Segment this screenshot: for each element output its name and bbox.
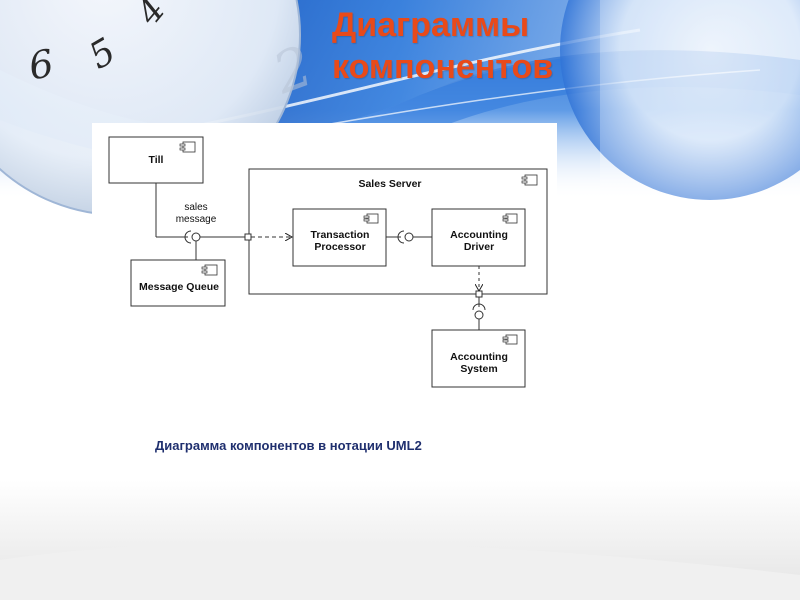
component-accounting-driver-label-line-1: Accounting xyxy=(450,229,508,241)
slide-title: Диаграммы компонентов xyxy=(332,4,772,88)
diagram-caption: Диаграмма компонентов в нотации UML2 xyxy=(155,438,422,453)
component-accounting-system: Accounting System xyxy=(432,330,525,387)
component-accounting-system-label-line-2: System xyxy=(460,363,497,375)
component-till-label: Till xyxy=(149,154,164,166)
component-transaction-processor-label-line-1: Transaction xyxy=(311,229,370,241)
component-accounting-system-label-line-1: Accounting xyxy=(450,351,508,363)
component-message-queue: Message Queue xyxy=(131,260,225,306)
connector-label-line-2: message xyxy=(176,214,217,225)
component-accounting-driver-label-line-2: Driver xyxy=(464,241,494,253)
component-till: Till xyxy=(109,137,203,183)
component-message-queue-label: Message Queue xyxy=(139,281,219,293)
component-accounting-driver: Accounting Driver xyxy=(432,209,525,266)
uml-diagram-canvas: Till Message Queue S xyxy=(92,123,557,400)
component-transaction-processor: Transaction Processor xyxy=(293,209,386,266)
component-transaction-processor-label-line-2: Processor xyxy=(314,241,365,253)
uml-component-diagram: Till Message Queue S xyxy=(92,123,557,400)
slide-title-line-1: Диаграммы xyxy=(332,4,772,46)
component-sales-server-label: Sales Server xyxy=(358,178,421,190)
connector-label-line-1: sales xyxy=(184,202,207,213)
slide-title-line-2: компонентов xyxy=(332,46,772,88)
